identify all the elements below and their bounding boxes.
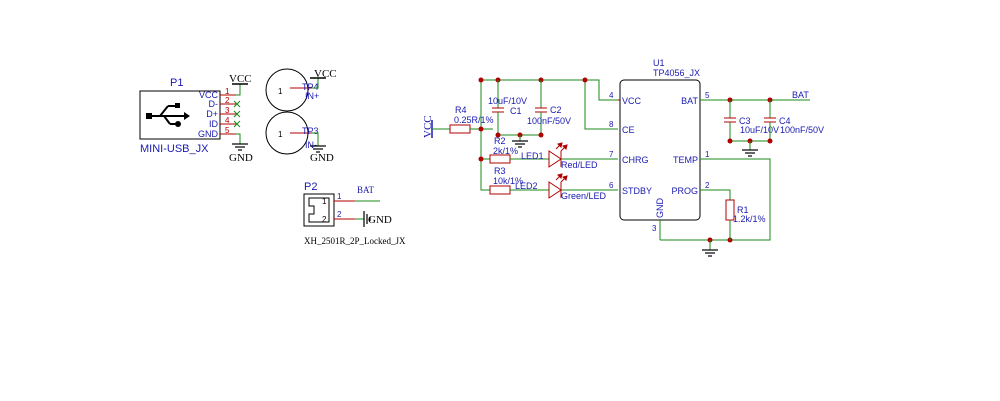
p1-pin-name: ID — [209, 119, 219, 129]
u1-pin-num: 7 — [609, 150, 614, 159]
u1-ref: U1 — [653, 58, 665, 68]
led1-value: Red/LED — [561, 160, 598, 170]
u1-value: TP4056_JX — [653, 68, 700, 78]
p1-pin-num: 4 — [225, 116, 230, 125]
c1-ref: C1 — [510, 106, 522, 116]
usb-symbol-icon — [146, 103, 190, 127]
light-emission-icon — [555, 142, 568, 152]
p1-gnd-label: GND — [229, 152, 253, 164]
p2-pin-num: 2 — [337, 210, 342, 219]
p2-pin-num: 1 — [322, 197, 327, 206]
vcc-input-label: VCC — [422, 115, 434, 138]
gnd-power-icon — [512, 140, 528, 148]
p1-vcc-label: VCC — [229, 73, 252, 85]
c3-value: 10uF/10V — [740, 125, 779, 135]
tp4-ref: TP4 — [302, 82, 319, 92]
tp3-net: IN- — [305, 140, 317, 150]
led-green-led2[interactable]: LED2 Green/LED — [515, 173, 607, 201]
p1-pin-name: GND — [198, 129, 219, 139]
c2-ref: C2 — [550, 105, 562, 115]
c2-value: 100nF/50V — [527, 116, 571, 126]
gnd-power-icon — [232, 143, 248, 151]
c3-ref: C3 — [739, 116, 751, 126]
gnd-power-icon — [742, 149, 758, 157]
capacitor-c4[interactable]: C4 100nF/50V — [764, 100, 824, 141]
p1-pin-num: 3 — [225, 106, 230, 115]
r1-ref: R1 — [737, 205, 749, 215]
p1-value: MINI-USB_JX — [140, 143, 209, 155]
p1-body — [139, 90, 221, 140]
p1-pin-num: 5 — [225, 126, 230, 135]
u1-pin-name: GND — [655, 198, 665, 219]
u1-pin-name: CE — [622, 125, 635, 135]
p2-value: XH_2501R_2P_Locked_JX — [304, 236, 406, 246]
battery-connector-p2[interactable]: P2 1 2 1 2 XH_2501R_2P_Locked_JX — [303, 181, 406, 246]
tp3-ref: TP3 — [302, 126, 319, 136]
u1-pin-name: PROG — [671, 186, 698, 196]
tp4-vcc-label: VCC — [314, 68, 337, 80]
c1-value: 10uF/10V — [488, 96, 527, 106]
led2-ref: LED2 — [515, 181, 538, 191]
tp3-gnd-label: GND — [310, 152, 334, 164]
u1-pin-name: VCC — [622, 96, 642, 106]
p2-bat-label: BAT — [357, 185, 375, 195]
r2-ref: R2 — [494, 136, 506, 146]
no-connect-icon — [233, 100, 241, 128]
resistor-r1[interactable]: R1 1.2k/1% — [725, 199, 766, 224]
p1-pin-name: D+ — [206, 109, 218, 119]
test-point-tp4[interactable]: 1 TP4 IN+ — [265, 68, 319, 112]
u1-pin-name: TEMP — [673, 155, 698, 165]
p2-pin-num: 1 — [337, 192, 342, 201]
test-point-tp3[interactable]: 1 TP3 IN- — [265, 111, 319, 155]
u1-pin-num: 5 — [705, 91, 710, 100]
c4-ref: C4 — [779, 116, 791, 126]
r4-ref: R4 — [455, 105, 467, 115]
u1-pin-name: BAT — [681, 96, 698, 106]
led-red-led1[interactable]: LED1 Red/LED — [521, 142, 598, 170]
p2-gnd-label: GND — [368, 214, 392, 226]
capacitor-c2[interactable]: C2 100nF/50V — [527, 80, 571, 135]
p1-pin-name: D- — [209, 99, 219, 109]
capacitor-c1[interactable]: 10uF/10V C1 — [488, 80, 527, 135]
bat-label: BAT — [792, 90, 809, 100]
u1-pin-num: 3 — [652, 224, 657, 233]
usb-connector-p1[interactable]: P1 VCC D- D+ ID GND 1 2 3 4 5 — [139, 77, 241, 155]
u1-pin-name: STDBY — [622, 186, 652, 196]
u1-pin-num: 6 — [609, 181, 614, 190]
p1-pin-name: VCC — [199, 90, 219, 100]
capacitor-c3[interactable]: C3 10uF/10V — [724, 100, 779, 141]
p1-pin-num: 1 — [225, 87, 230, 96]
p1-pin-num: 2 — [225, 96, 230, 105]
c4-value: 100nF/50V — [780, 125, 824, 135]
light-emission-icon — [555, 173, 568, 183]
gnd-power-icon — [702, 249, 718, 257]
u1-pin-num: 4 — [609, 91, 614, 100]
p1-ref: P1 — [170, 77, 183, 89]
r3-value: 10k/1% — [493, 176, 523, 186]
tp4-net: IN+ — [305, 91, 319, 101]
p2-pin-num: 2 — [322, 215, 327, 224]
charger-ic-u1[interactable]: U1 TP4056_JX VCC CE CHRG STDBY 4 8 7 6 B… — [609, 58, 710, 233]
r4-value: 0.25R/1% — [454, 115, 494, 125]
tp4-pin-num: 1 — [278, 87, 283, 96]
led2-value: Green/LED — [561, 191, 607, 201]
r3-ref: R3 — [494, 166, 506, 176]
tp3-pin-num: 1 — [278, 130, 283, 139]
led1-ref: LED1 — [521, 151, 544, 161]
p2-ref: P2 — [304, 181, 317, 193]
u1-pin-num: 8 — [609, 120, 614, 129]
r1-value: 1.2k/1% — [733, 214, 766, 224]
u1-pin-num: 2 — [705, 181, 710, 190]
u1-pin-name: CHRG — [622, 155, 649, 165]
gnd-power-icon — [363, 211, 371, 227]
r2-value: 2k/1% — [493, 146, 518, 156]
gnd-power-icon — [310, 145, 326, 153]
u1-pin-num: 1 — [705, 150, 710, 159]
